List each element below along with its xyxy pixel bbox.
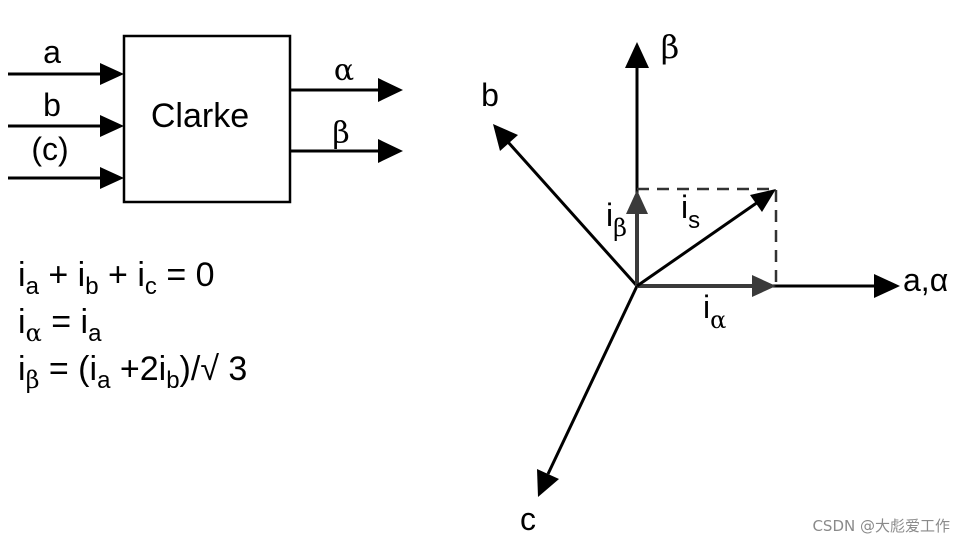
clarke-block-label: Clarke <box>151 97 249 135</box>
i-beta-label: iβ <box>606 197 627 242</box>
input-label-b: b <box>43 87 61 123</box>
beta-axis-label: β <box>661 28 680 66</box>
input-label-a: a <box>43 34 61 70</box>
output-label-alpha: α <box>334 53 354 88</box>
equation-i-alpha: iα = ia <box>18 303 102 347</box>
i-s-vector <box>636 189 776 288</box>
output-label-beta: β <box>332 116 349 151</box>
c-axis-label: c <box>520 501 536 537</box>
equation-current-sum: ia + ib + ic = 0 <box>18 256 215 300</box>
clarke-block <box>122 34 292 204</box>
watermark: CSDN @大彪爱工作 <box>812 517 950 535</box>
projection-dashed-lines <box>637 187 778 286</box>
input-arrow-b <box>8 115 124 137</box>
output-arrow-alpha <box>290 78 403 102</box>
input-arrow-a <box>8 63 124 85</box>
i-alpha-vector <box>637 275 776 297</box>
b-axis-arrow <box>493 124 639 288</box>
i-alpha-label: iα <box>703 289 726 334</box>
c-axis-arrow <box>537 285 639 497</box>
output-arrow-beta <box>290 139 403 163</box>
i-beta-vector <box>626 190 648 286</box>
i-s-label: is <box>681 189 700 234</box>
alpha-axis-label: a,α <box>903 262 948 298</box>
b-axis-label: b <box>481 77 499 113</box>
equation-i-beta: iβ = (ia +2ib)/√ 3 <box>18 350 248 394</box>
input-label-c: (c) <box>31 131 68 167</box>
input-arrow-c <box>8 167 124 189</box>
